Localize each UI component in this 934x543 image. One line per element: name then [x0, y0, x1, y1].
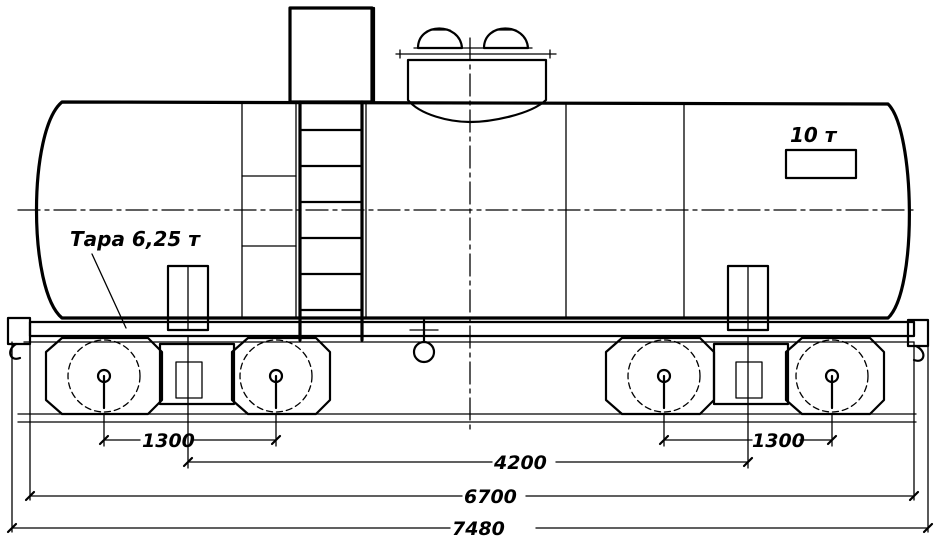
coupler-left [6, 316, 32, 360]
center-lines [17, 37, 917, 431]
bolster-left [166, 264, 210, 332]
coupler-right [906, 318, 930, 362]
tare-leader [91, 253, 127, 329]
bogie-right [604, 336, 886, 416]
capacity-plate [784, 148, 858, 180]
dim-7480: 7480 [452, 518, 505, 540]
tank-barrel [34, 100, 911, 320]
capacity-label: 10 т [790, 123, 838, 147]
bogie-left [44, 336, 332, 416]
tare-label: Тара 6,25 т [70, 227, 201, 251]
dimension-lines [6, 335, 934, 534]
ladder [288, 6, 376, 342]
bolster-right [726, 264, 770, 332]
dim-1300-left: 1300 [142, 430, 195, 452]
dome [395, 27, 557, 124]
frame-sill [17, 320, 917, 423]
dim-4200: 4200 [493, 452, 547, 474]
dim-1300-right: 1300 [752, 430, 805, 452]
drain-valve [409, 318, 439, 364]
dim-6700: 6700 [464, 486, 517, 508]
